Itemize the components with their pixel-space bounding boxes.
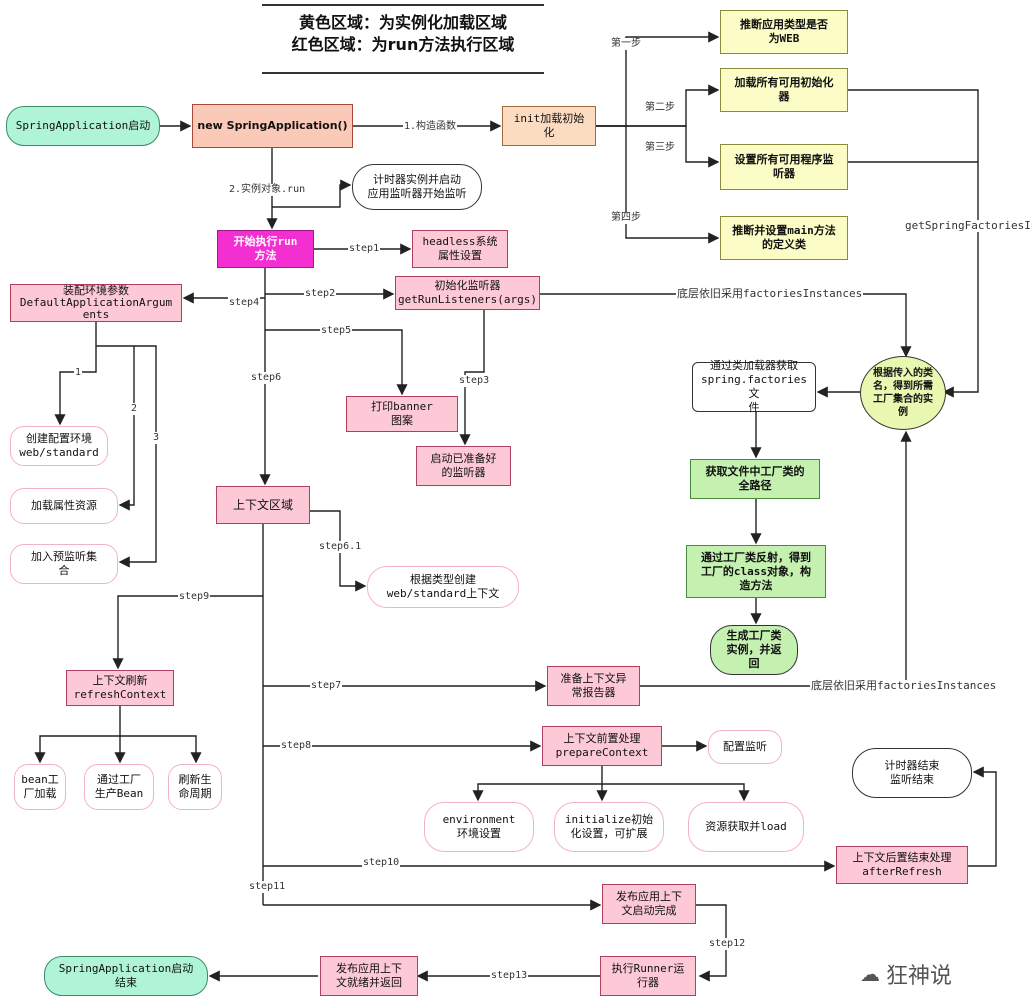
label-factories-instances-bottom: 底层依旧采用factoriesInstances xyxy=(810,679,998,692)
node-load-props[interactable]: 加载属性资源 xyxy=(10,488,118,524)
node-initialize-set[interactable]: initialize初始 化设置，可扩展 xyxy=(554,802,664,852)
label-constructor: 1.构造函数 xyxy=(403,121,458,133)
node-publish-ready[interactable]: 发布应用上下 文就绪并返回 xyxy=(320,956,418,996)
node-headless[interactable]: headless系统 属性设置 xyxy=(412,230,508,268)
node-print-banner[interactable]: 打印banner 图案 xyxy=(346,396,458,432)
node-create-context[interactable]: 根据类型创建 web/standard上下文 xyxy=(367,566,519,608)
node-refresh-context[interactable]: 上下文刷新 refreshContext xyxy=(66,670,174,706)
node-bean-factory[interactable]: bean工 厂加载 xyxy=(14,764,66,810)
label-step10: step10 xyxy=(362,857,401,869)
node-prepare-context[interactable]: 上下文前置处理 prepareContext xyxy=(542,726,662,766)
node-env-set[interactable]: environment 环境设置 xyxy=(424,802,534,852)
legend-line-1: 黄色区域：为实例化加载区域 xyxy=(298,13,507,32)
label-factories-instances-top: 底层依旧采用factoriesInstances xyxy=(676,287,864,300)
node-refresh-lifecycle[interactable]: 刷新生 命周期 xyxy=(168,764,222,810)
label-num3: 3 xyxy=(152,432,161,444)
node-resource-load[interactable]: 资源获取并load xyxy=(688,802,804,852)
node-get-instances[interactable]: 根据传入的类 名，得到所需 工厂集合的实 例 xyxy=(860,356,946,430)
label-step11: step11 xyxy=(248,881,287,893)
node-load-initializers[interactable]: 加载所有可用初始化 器 xyxy=(720,68,848,112)
node-start-listeners[interactable]: 启动已准备好 的监听器 xyxy=(416,446,511,486)
node-exec-runner[interactable]: 执行Runner运 行器 xyxy=(600,956,696,996)
label-step6: step6 xyxy=(250,372,283,384)
node-factory-bean[interactable]: 通过工厂 生产Bean xyxy=(84,764,154,810)
label-step7: step7 xyxy=(310,680,343,692)
node-reflect-factory[interactable]: 通过工厂类反射，得到 工厂的class对象，构 造方法 xyxy=(686,545,826,598)
node-timer-start[interactable]: 计时器实例并启动 应用监听器开始监听 xyxy=(352,164,482,210)
node-publish-started[interactable]: 发布应用上下 文启动完成 xyxy=(602,884,696,924)
node-run-listeners[interactable]: 初始化监听器 getRunListeners(args) xyxy=(395,276,540,310)
node-default-args[interactable]: 装配环境参数 DefaultApplicationArgum ents xyxy=(10,284,182,322)
node-create-env[interactable]: 创建配置环境 web/standard xyxy=(10,426,108,466)
node-run-start[interactable]: 开始执行run 方法 xyxy=(217,230,314,268)
node-config-listen[interactable]: 配置监听 xyxy=(708,730,782,764)
node-infer-main[interactable]: 推断并设置main方法 的定义类 xyxy=(720,216,848,260)
label-step-second: 第二步 xyxy=(644,102,676,114)
label-step-first: 第一步 xyxy=(610,38,642,50)
node-set-listeners[interactable]: 设置所有可用程序监 听器 xyxy=(720,144,848,190)
node-infer-web[interactable]: 推断应用类型是否 为WEB xyxy=(720,10,848,54)
legend-header: 黄色区域：为实例化加载区域 红色区域：为run方法执行区域 xyxy=(262,4,544,74)
legend-line-2: 红色区域：为run方法执行区域 xyxy=(291,35,515,54)
label-step12: step12 xyxy=(708,938,747,950)
watermark: ☁ 狂神说 xyxy=(860,958,952,990)
node-gen-factory[interactable]: 生成工厂类 实例，并返 回 xyxy=(710,625,798,675)
node-init-load[interactable]: init加载初始 化 xyxy=(502,106,596,146)
label-step3: step3 xyxy=(458,375,491,387)
node-factory-paths[interactable]: 获取文件中工厂类的 全路径 xyxy=(690,459,820,499)
label-step2: step2 xyxy=(304,288,337,300)
watermark-text: 狂神说 xyxy=(886,964,953,989)
label-step5: step5 xyxy=(320,325,353,337)
node-spring-start[interactable]: SpringApplication启动 xyxy=(6,106,160,146)
node-classloader-spring-factories[interactable]: 通过类加载器获取 spring.factories文 件 xyxy=(692,359,816,414)
label-step6-1: step6.1 xyxy=(318,541,363,553)
node-timer-end[interactable]: 计时器结束 监听结束 xyxy=(852,748,972,798)
label-step-third: 第三步 xyxy=(644,142,676,154)
label-step9: step9 xyxy=(178,591,211,603)
label-step8: step8 xyxy=(280,740,313,752)
label-step4: step4 xyxy=(228,297,261,309)
label-step1: step1 xyxy=(348,243,381,255)
node-add-listeners[interactable]: 加入预监听集 合 xyxy=(10,544,118,584)
label-run-call: 2.实例对象.run xyxy=(228,184,307,196)
label-get-spring-factories: getSpringFactoriesIns xyxy=(904,220,1032,232)
node-after-refresh[interactable]: 上下文后置结束处理 afterRefresh xyxy=(836,846,968,884)
node-context-area[interactable]: 上下文区域 xyxy=(216,486,310,524)
label-step13: step13 xyxy=(490,970,529,982)
label-num1: 1 xyxy=(74,367,83,379)
node-new-spring-application[interactable]: new SpringApplication() xyxy=(192,104,353,148)
node-exception-reporter[interactable]: 准备上下文异 常报告器 xyxy=(547,666,640,706)
label-num2: 2 xyxy=(130,403,139,415)
label-step-fourth: 第四步 xyxy=(610,212,642,224)
wechat-icon: ☁ xyxy=(860,962,880,986)
node-spring-end[interactable]: SpringApplication启动 结束 xyxy=(44,956,208,996)
